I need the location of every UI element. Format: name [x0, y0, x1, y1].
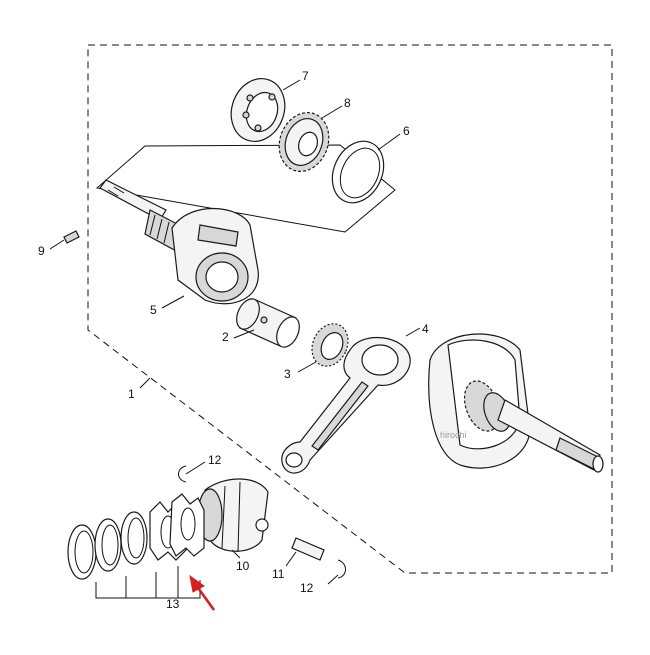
leader-line-7	[282, 79, 301, 91]
callout-2: 2	[222, 330, 229, 344]
leader-line-6	[377, 133, 401, 151]
highlight-arrow	[189, 574, 216, 611]
pin-part-11	[291, 537, 325, 561]
bearing-part-7	[230, 78, 286, 142]
crank-pin-part-2	[236, 298, 300, 348]
callout-11: 11	[272, 567, 285, 581]
callout-12-bottom: 12	[300, 581, 314, 595]
leader-line-12-bottom	[327, 574, 339, 585]
leader-line-11	[285, 551, 297, 567]
leader-line-4	[405, 327, 421, 337]
leader-line-1	[139, 377, 151, 389]
callout-4: 4	[422, 322, 429, 336]
callout-7: 7	[302, 69, 309, 83]
callout-8: 8	[344, 96, 351, 110]
callout-5: 5	[150, 303, 157, 317]
ring-part-6	[331, 140, 385, 204]
needle-bearing-part-3	[311, 323, 349, 367]
crank-flywheel-right	[428, 333, 604, 473]
leader-line-12-top	[185, 461, 206, 475]
leader-line-10	[231, 549, 241, 559]
leader-line-5	[161, 295, 185, 309]
callout-3: 3	[284, 367, 291, 381]
connecting-rod-part-4	[281, 336, 411, 474]
piston-sleeve-part-10	[197, 478, 269, 553]
leader-line-8	[321, 105, 343, 119]
callout-10: 10	[236, 559, 250, 573]
leader-line-2	[233, 329, 255, 339]
leader-line-9	[49, 239, 65, 250]
key-part-9	[63, 230, 80, 244]
ring-set-part-13	[67, 493, 205, 580]
assembly-boundary-dashed	[87, 44, 613, 574]
crank-half-part-5	[99, 179, 259, 305]
gear-part-8	[278, 112, 330, 172]
clip-part-12-top	[178, 465, 187, 483]
clip-part-12-bottom	[337, 559, 346, 579]
group-bracket-13	[95, 566, 201, 599]
callout-1: 1	[128, 387, 135, 401]
callout-13: 13	[166, 597, 180, 611]
watermark-text: hirochi	[440, 430, 467, 440]
callout-12-top: 12	[208, 453, 222, 467]
callout-9: 9	[38, 244, 45, 258]
leader-line-3	[297, 361, 317, 373]
callout-6: 6	[403, 124, 410, 138]
